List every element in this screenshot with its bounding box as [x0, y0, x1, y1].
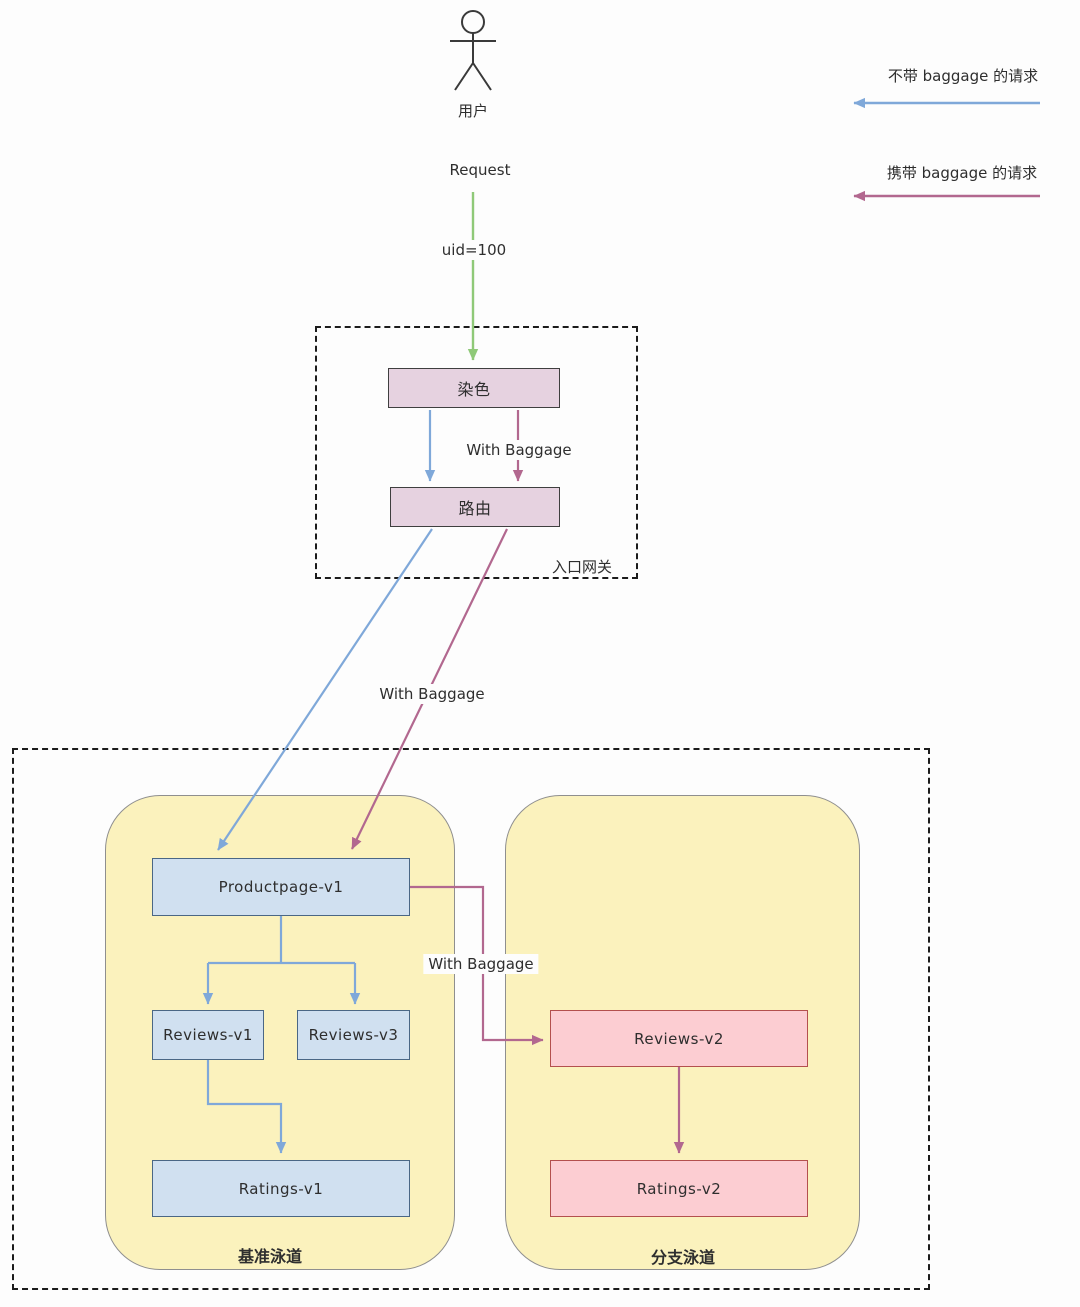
productpage-v1-node: Productpage-v1 — [152, 858, 410, 916]
legend-no-baggage-label: 不带 baggage 的请求 — [887, 67, 1039, 85]
reviews-v2-node: Reviews-v2 — [550, 1010, 808, 1067]
route-node: 路由 — [390, 487, 560, 527]
gateway-title: 入口网关 — [552, 558, 613, 576]
dye-node: 染色 — [388, 368, 560, 408]
ratings-v2-node: Ratings-v2 — [550, 1160, 808, 1217]
with-baggage-label-cross-lane: With Baggage — [423, 954, 539, 974]
with-baggage-label-route-edge: With Baggage — [374, 684, 490, 704]
gateway-dashed-container — [315, 326, 638, 579]
uid-param-label: uid=100 — [436, 240, 512, 260]
reviews-v3-node: Reviews-v3 — [297, 1010, 410, 1060]
ratings-v1-node: Ratings-v1 — [152, 1160, 410, 1217]
reviews-v1-to-ratings-v1-arrow — [206, 1060, 287, 1154]
user-label: 用户 — [457, 102, 489, 120]
baseline-lane-title: 基准泳道 — [237, 1247, 303, 1266]
reviews-v1-node: Reviews-v1 — [152, 1010, 264, 1060]
user-icon — [450, 10, 496, 91]
legend-with-baggage-label: 携带 baggage 的请求 — [886, 164, 1038, 182]
route-to-productpage-no-baggage-arrow — [217, 528, 433, 851]
productpage-split-line — [208, 916, 355, 965]
with-baggage-label-gateway: With Baggage — [461, 440, 577, 460]
branch-lane-title: 分支泳道 — [650, 1248, 716, 1267]
request-label: Request — [449, 161, 511, 179]
swimlanes-dashed-container — [12, 748, 930, 1290]
